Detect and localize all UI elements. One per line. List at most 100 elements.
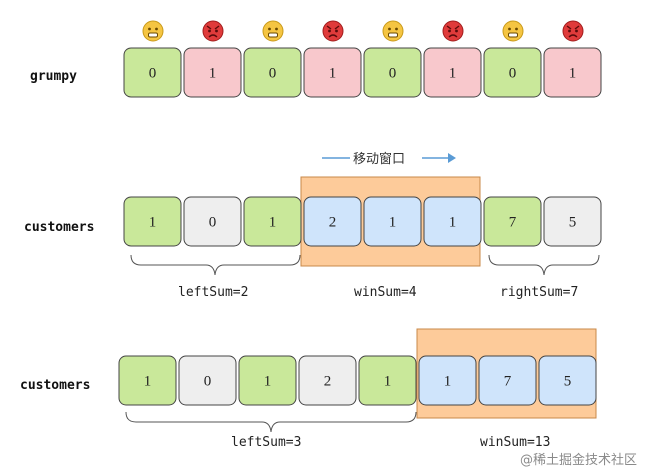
cell-value: 1 bbox=[384, 374, 392, 390]
row1-moods bbox=[142, 20, 584, 42]
cell-value: 7 bbox=[504, 374, 512, 390]
angry-icon bbox=[562, 20, 584, 42]
array-cell: 2 bbox=[303, 196, 362, 247]
cell-value: 1 bbox=[449, 215, 457, 231]
cell-value: 7 bbox=[509, 215, 517, 231]
angry-icon bbox=[442, 20, 464, 42]
array-cell: 1 bbox=[363, 196, 422, 247]
row2-win-sum: winSum=4 bbox=[354, 285, 417, 300]
left-sum-brace bbox=[130, 254, 301, 276]
cell-box bbox=[118, 355, 177, 406]
array-cell: 0 bbox=[483, 47, 542, 98]
array-cell: 1 bbox=[423, 47, 482, 98]
cell-value: 1 bbox=[449, 66, 457, 82]
cell-box bbox=[123, 196, 182, 247]
cell-value: 1 bbox=[269, 215, 277, 231]
row3-left-sum-brace bbox=[125, 411, 417, 433]
cell-box bbox=[303, 196, 362, 247]
cell-box bbox=[363, 47, 422, 98]
watermark: @稀土掘金技术社区 bbox=[520, 452, 637, 468]
cell-value: 1 bbox=[209, 66, 217, 82]
cell-value: 0 bbox=[149, 66, 157, 82]
array-cell: 1 bbox=[418, 355, 477, 406]
right-sum-brace bbox=[488, 254, 600, 276]
row2-right-sum: rightSum=7 bbox=[500, 285, 578, 300]
cell-box bbox=[303, 47, 362, 98]
cell-box bbox=[363, 196, 422, 247]
cell-box bbox=[238, 355, 297, 406]
array-cell: 1 bbox=[238, 355, 297, 406]
cell-value: 1 bbox=[264, 374, 272, 390]
cell-box bbox=[483, 47, 542, 98]
cell-box bbox=[358, 355, 417, 406]
array-cell: 5 bbox=[538, 355, 597, 406]
cell-box bbox=[178, 355, 237, 406]
row1-cells: 0 1 0 1 0 1 0 1 bbox=[123, 47, 602, 98]
array-cell: 0 bbox=[178, 355, 237, 406]
happy-icon bbox=[502, 20, 524, 42]
cell-box bbox=[183, 47, 242, 98]
row2-left-sum: leftSum=2 bbox=[178, 285, 248, 300]
array-cell: 7 bbox=[483, 196, 542, 247]
cell-value: 1 bbox=[389, 215, 397, 231]
arrow-right-icon bbox=[448, 153, 456, 163]
cell-box bbox=[543, 47, 602, 98]
happy-icon bbox=[382, 20, 404, 42]
cell-value: 1 bbox=[569, 66, 577, 82]
cell-value: 0 bbox=[269, 66, 277, 82]
cell-value: 5 bbox=[564, 374, 572, 390]
array-cell: 1 bbox=[423, 196, 482, 247]
cell-value: 1 bbox=[444, 374, 452, 390]
cell-value: 0 bbox=[389, 66, 397, 82]
cell-box bbox=[183, 196, 242, 247]
cell-box bbox=[243, 47, 302, 98]
array-cell: 5 bbox=[543, 196, 602, 247]
happy-icon bbox=[262, 20, 284, 42]
happy-icon bbox=[142, 20, 164, 42]
cell-value: 1 bbox=[149, 215, 157, 231]
array-cell: 1 bbox=[243, 196, 302, 247]
array-cell: 1 bbox=[543, 47, 602, 98]
window-caption-group: 移动窗口 bbox=[322, 151, 456, 167]
row1-label: grumpy bbox=[30, 69, 77, 84]
array-cell: 0 bbox=[183, 196, 242, 247]
cell-value: 0 bbox=[204, 374, 212, 390]
angry-icon bbox=[202, 20, 224, 42]
cell-value: 1 bbox=[144, 374, 152, 390]
cell-box bbox=[538, 355, 597, 406]
array-cell: 0 bbox=[363, 47, 422, 98]
array-cell: 7 bbox=[478, 355, 537, 406]
row3-left-sum: leftSum=3 bbox=[231, 435, 301, 450]
array-cell: 0 bbox=[123, 47, 182, 98]
row2-label: customers bbox=[24, 220, 94, 235]
array-cell: 1 bbox=[303, 47, 362, 98]
array-cell: 1 bbox=[123, 196, 182, 247]
angry-icon bbox=[322, 20, 344, 42]
window-caption: 移动窗口 bbox=[353, 151, 405, 167]
row2-cells: 1 0 1 2 1 1 7 5 bbox=[123, 196, 602, 247]
array-cell: 1 bbox=[118, 355, 177, 406]
cell-value: 2 bbox=[324, 374, 332, 390]
row3-win-sum: winSum=13 bbox=[480, 435, 550, 450]
cell-value: 5 bbox=[569, 215, 577, 231]
cell-box bbox=[543, 196, 602, 247]
cell-box bbox=[418, 355, 477, 406]
cell-box bbox=[483, 196, 542, 247]
array-cell: 0 bbox=[243, 47, 302, 98]
cell-box bbox=[423, 47, 482, 98]
cell-box bbox=[123, 47, 182, 98]
cell-box bbox=[423, 196, 482, 247]
row3-label: customers bbox=[20, 378, 90, 393]
cell-value: 2 bbox=[329, 215, 337, 231]
array-cell: 1 bbox=[358, 355, 417, 406]
array-cell: 1 bbox=[183, 47, 242, 98]
array-cell: 2 bbox=[298, 355, 357, 406]
row3-cells: 1 0 1 2 1 1 7 5 bbox=[118, 355, 597, 406]
cell-box bbox=[478, 355, 537, 406]
cell-value: 0 bbox=[209, 215, 217, 231]
cell-box bbox=[243, 196, 302, 247]
cell-value: 0 bbox=[509, 66, 517, 82]
cell-box bbox=[298, 355, 357, 406]
cell-value: 1 bbox=[329, 66, 337, 82]
